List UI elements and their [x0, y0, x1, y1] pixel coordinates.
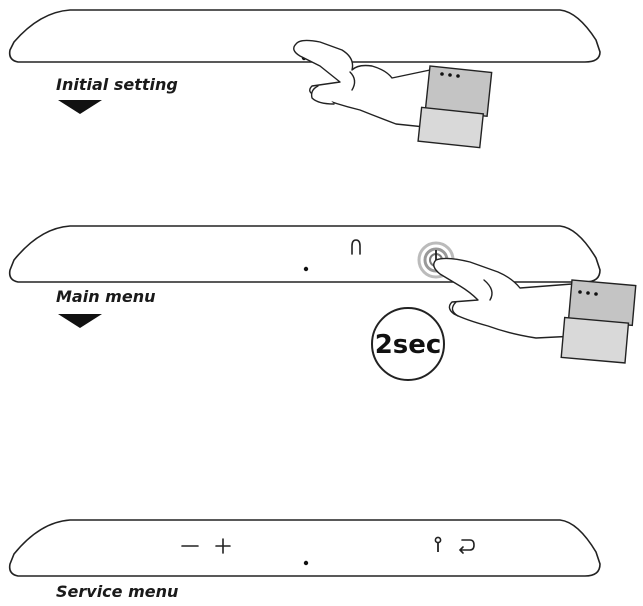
control-panel [8, 519, 601, 577]
sleeve [417, 106, 485, 149]
step-label: Service menu [56, 582, 178, 601]
plus-icon [215, 538, 231, 554]
step-label: Initial setting [56, 75, 178, 94]
step-service-menu: Service menu [8, 519, 601, 601]
hand-icon [293, 39, 493, 149]
sleeve [560, 316, 630, 364]
hand-icon [433, 257, 637, 364]
sensor-dot-icon [303, 266, 309, 272]
arrow-down-icon [58, 314, 102, 328]
step-main-menu: 2sec Main menu [8, 225, 637, 381]
control-panel [8, 225, 601, 283]
power-icon [351, 239, 361, 255]
timer-badge: 2sec [371, 307, 445, 381]
arrow-down-icon [58, 100, 102, 114]
step-label: Main menu [56, 287, 155, 306]
step-initial-setting: Initial setting [8, 9, 601, 149]
timer-label: 2sec [375, 330, 442, 360]
control-panel [8, 9, 601, 63]
settings-key-icon [434, 536, 442, 552]
sensor-dot-icon [303, 560, 309, 566]
back-icon [458, 539, 475, 554]
